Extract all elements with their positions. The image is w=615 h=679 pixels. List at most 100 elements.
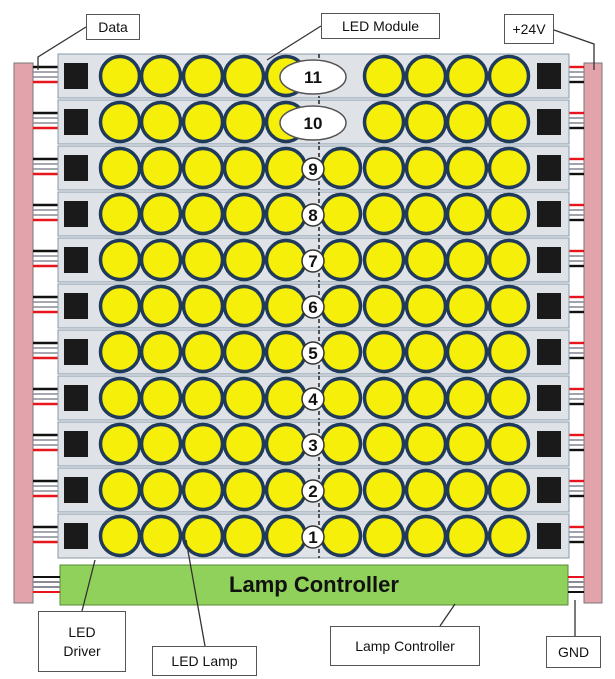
led-lamp bbox=[404, 514, 448, 558]
callout-pointer bbox=[266, 25, 322, 61]
led-lamp bbox=[222, 284, 266, 328]
led-lamp bbox=[319, 422, 363, 466]
led-lamp bbox=[362, 100, 406, 144]
led-driver bbox=[64, 385, 88, 411]
led-lamp bbox=[139, 146, 183, 190]
led-lamp bbox=[319, 468, 363, 512]
led-driver bbox=[537, 339, 561, 365]
module-number: 9 bbox=[308, 160, 317, 179]
led-lamp bbox=[404, 422, 448, 466]
callout-pointer bbox=[439, 603, 456, 627]
led-module-row: 9 bbox=[33, 145, 584, 191]
led-module-callout: LED Module bbox=[321, 13, 440, 39]
led-lamp bbox=[181, 54, 225, 98]
led-module-row: 2 bbox=[33, 467, 584, 513]
led-lamp bbox=[319, 146, 363, 190]
left-rail bbox=[13, 62, 34, 604]
led-module-row: 5 bbox=[33, 329, 584, 375]
led-lamp bbox=[445, 54, 489, 98]
led-lamp bbox=[181, 514, 225, 558]
led-lamp bbox=[445, 192, 489, 236]
led-driver bbox=[64, 339, 88, 365]
led-lamp bbox=[98, 468, 142, 512]
module-number-badge bbox=[301, 157, 325, 181]
right-rail bbox=[583, 62, 603, 604]
led-lamp bbox=[264, 284, 308, 328]
led-driver bbox=[537, 293, 561, 319]
led-driver bbox=[64, 523, 88, 549]
led-lamp bbox=[362, 192, 406, 236]
led-module-row: 7 bbox=[33, 237, 584, 283]
led-lamp bbox=[487, 514, 531, 558]
led-lamp bbox=[362, 468, 406, 512]
led-lamp bbox=[487, 54, 531, 98]
led-module-row: 6 bbox=[33, 283, 584, 329]
led-lamp bbox=[222, 468, 266, 512]
led-lamp bbox=[222, 100, 266, 144]
module-number-badge bbox=[301, 433, 325, 457]
data-callout: Data bbox=[86, 14, 140, 40]
module-number-badge bbox=[301, 387, 325, 411]
led-lamp bbox=[139, 238, 183, 282]
led-driver bbox=[537, 63, 561, 89]
led-lamp bbox=[139, 54, 183, 98]
led-driver bbox=[537, 385, 561, 411]
led-lamp bbox=[487, 192, 531, 236]
led-lamp bbox=[362, 54, 406, 98]
led-driver bbox=[537, 109, 561, 135]
led-lamp bbox=[445, 146, 489, 190]
led-lamp bbox=[404, 146, 448, 190]
led-lamp bbox=[404, 100, 448, 144]
module-number: 11 bbox=[304, 68, 322, 87]
led-lamp bbox=[222, 422, 266, 466]
led-lamp bbox=[139, 468, 183, 512]
module-number: 2 bbox=[308, 482, 317, 501]
led-lamp bbox=[98, 100, 142, 144]
led-lamp bbox=[222, 146, 266, 190]
led-lamp bbox=[222, 376, 266, 420]
led-lamp bbox=[487, 284, 531, 328]
module-number-badge bbox=[301, 525, 325, 549]
led-lamp bbox=[362, 330, 406, 374]
led-lamp bbox=[445, 422, 489, 466]
module-number-badge bbox=[279, 105, 347, 141]
led-driver bbox=[537, 431, 561, 457]
led-lamp bbox=[445, 330, 489, 374]
led-lamp bbox=[98, 192, 142, 236]
led-lamp bbox=[404, 330, 448, 374]
led-module-row: 10 bbox=[33, 99, 584, 145]
led-driver bbox=[64, 201, 88, 227]
led-lamp bbox=[362, 238, 406, 282]
led-lamp bbox=[139, 376, 183, 420]
led-lamp bbox=[404, 376, 448, 420]
callout-pointer bbox=[37, 26, 87, 70]
led-lamp bbox=[362, 376, 406, 420]
led-lamp bbox=[181, 100, 225, 144]
led-lamp bbox=[264, 376, 308, 420]
led-module-row: 4 bbox=[33, 375, 584, 421]
led-lamp bbox=[181, 284, 225, 328]
led-lamp bbox=[362, 284, 406, 328]
callout-pointer bbox=[81, 559, 96, 612]
led-lamp bbox=[362, 422, 406, 466]
module-number: 8 bbox=[308, 206, 317, 225]
callout-pointer bbox=[553, 29, 595, 70]
led-lamp bbox=[181, 238, 225, 282]
led-module-row: 1 bbox=[33, 513, 584, 559]
led-lamp bbox=[98, 284, 142, 328]
led-lamp bbox=[222, 238, 266, 282]
led-lamp bbox=[445, 514, 489, 558]
led-driver bbox=[64, 477, 88, 503]
led-driver bbox=[537, 523, 561, 549]
led-lamp bbox=[98, 54, 142, 98]
led-lamp bbox=[319, 514, 363, 558]
led-lamp bbox=[319, 330, 363, 374]
module-number-badge bbox=[301, 295, 325, 319]
led-lamp bbox=[445, 376, 489, 420]
led-lamp bbox=[139, 422, 183, 466]
led-lamp bbox=[98, 514, 142, 558]
led-lamp bbox=[98, 376, 142, 420]
led-lamp bbox=[445, 238, 489, 282]
led-lamp bbox=[319, 376, 363, 420]
module-number: 5 bbox=[308, 344, 317, 363]
